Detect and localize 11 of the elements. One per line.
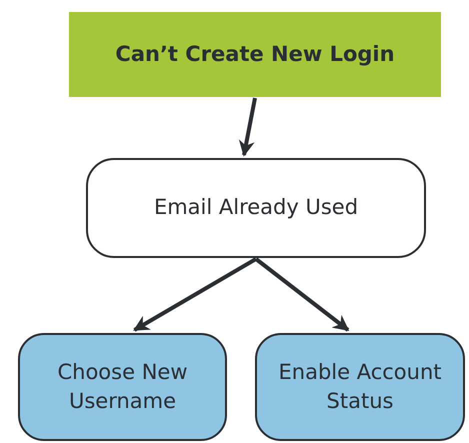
arrow	[238, 98, 257, 157]
process-box	[86, 158, 426, 258]
node-label: Choose New Username	[56, 358, 188, 415]
node-label: Can’t Create New Login	[115, 40, 395, 68]
process-box	[18, 333, 227, 441]
node-label: Enable Account Status	[278, 358, 442, 415]
arrow	[133, 257, 257, 332]
arrow	[254, 257, 350, 332]
start-box	[69, 12, 441, 97]
node-label: Email Already Used	[154, 194, 358, 222]
process-box	[255, 333, 465, 441]
